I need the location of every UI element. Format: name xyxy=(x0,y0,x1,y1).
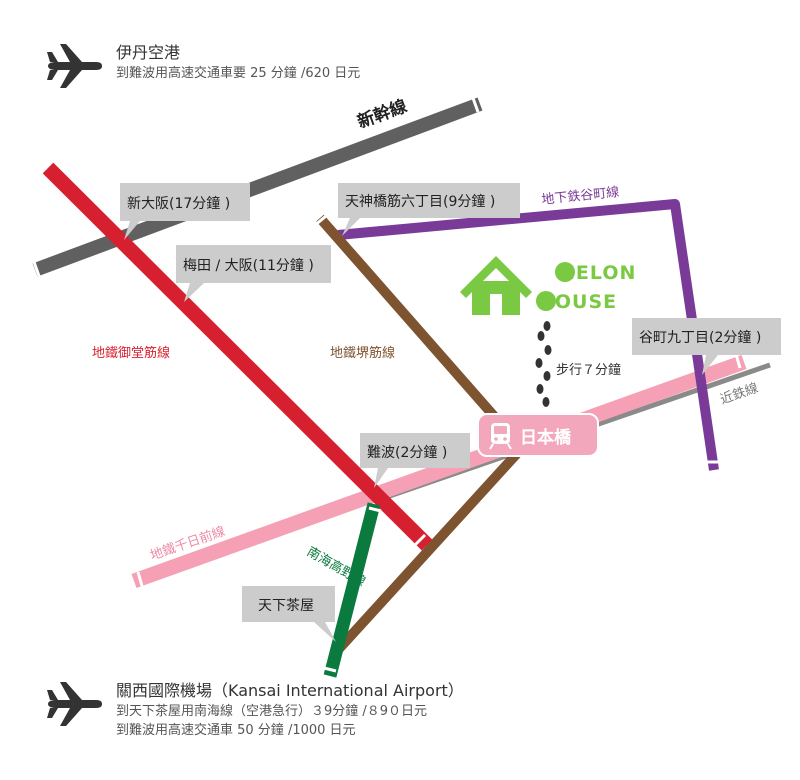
midosuji-label: 地鐵御堂筋線 xyxy=(92,345,170,361)
melon-house-logo: MELON HOUSE xyxy=(460,256,636,315)
tanimachi-line xyxy=(337,199,722,471)
callout-tenjinbashi: 天神橋筋六丁目(9分鐘 ) xyxy=(338,183,520,236)
callout-umeda: 梅田 / 大阪(11分鐘 ) xyxy=(176,245,331,302)
airport-itami: 伊丹空港 到難波用高速交通車要 25 分鐘 /620 日元 xyxy=(44,42,360,90)
nankai-line xyxy=(323,502,382,678)
callout-tanimachi9: 谷町九丁目(2分鐘 ) xyxy=(632,318,781,375)
svg-text:梅田 / 大阪(11分鐘 ): 梅田 / 大阪(11分鐘 ) xyxy=(183,257,314,274)
footprints-icon xyxy=(535,321,552,407)
airport-kansai: 關西國際機場（Kansai International Airport） 到天下… xyxy=(44,680,464,740)
svg-text:日本橋: 日本橋 xyxy=(520,427,572,448)
svg-text:谷町九丁目(2分鐘 ): 谷町九丁目(2分鐘 ) xyxy=(639,329,761,346)
airport-kansai-name: 關西國際機場（Kansai International Airport） xyxy=(116,681,464,700)
walk-time: 步行７分鐘 xyxy=(556,362,621,378)
train-icon xyxy=(489,423,512,450)
house-icon xyxy=(460,256,532,315)
kintetsu-label: 近鉄線 xyxy=(718,380,760,408)
airplane-icon xyxy=(47,44,102,88)
airplane-icon xyxy=(47,682,102,726)
callout-tengachaya: 天下茶屋 xyxy=(242,586,336,642)
tanimachi-label: 地下鉄谷町線 xyxy=(541,184,620,208)
shinkansen-line xyxy=(26,93,489,281)
svg-text:難波(2分鐘 ): 難波(2分鐘 ) xyxy=(367,444,447,461)
svg-text:新大阪(17分鐘 ): 新大阪(17分鐘 ) xyxy=(127,195,230,212)
svg-text:天神橋筋六丁目(9分鐘 ): 天神橋筋六丁目(9分鐘 ) xyxy=(345,193,495,210)
svg-text:HOUSE: HOUSE xyxy=(538,291,617,313)
callout-shin-osaka: 新大阪(17分鐘 ) xyxy=(120,183,250,240)
svg-text:MELON: MELON xyxy=(556,262,636,284)
sakaisuji-label: 地鐵堺筋線 xyxy=(330,345,395,361)
callout-namba: 難波(2分鐘 ) xyxy=(360,433,470,488)
airport-kansai-info-bus: 到難波用高速交通車 50 分鐘 /1000 日元 xyxy=(116,723,356,738)
sennichimae-line xyxy=(131,353,747,589)
airport-itami-name: 伊丹空港 xyxy=(116,43,181,62)
svg-text:天下茶屋: 天下茶屋 xyxy=(258,598,314,614)
midosuji-line xyxy=(40,158,433,551)
airport-itami-info: 到難波用高速交通車要 25 分鐘 /620 日元 xyxy=(116,66,361,81)
nipponbashi-station: 日本橋 xyxy=(477,413,599,457)
airport-kansai-info-train: 到天下茶屋用南海線（空港急行）３9分鐘 /８9０日元 xyxy=(116,704,428,719)
